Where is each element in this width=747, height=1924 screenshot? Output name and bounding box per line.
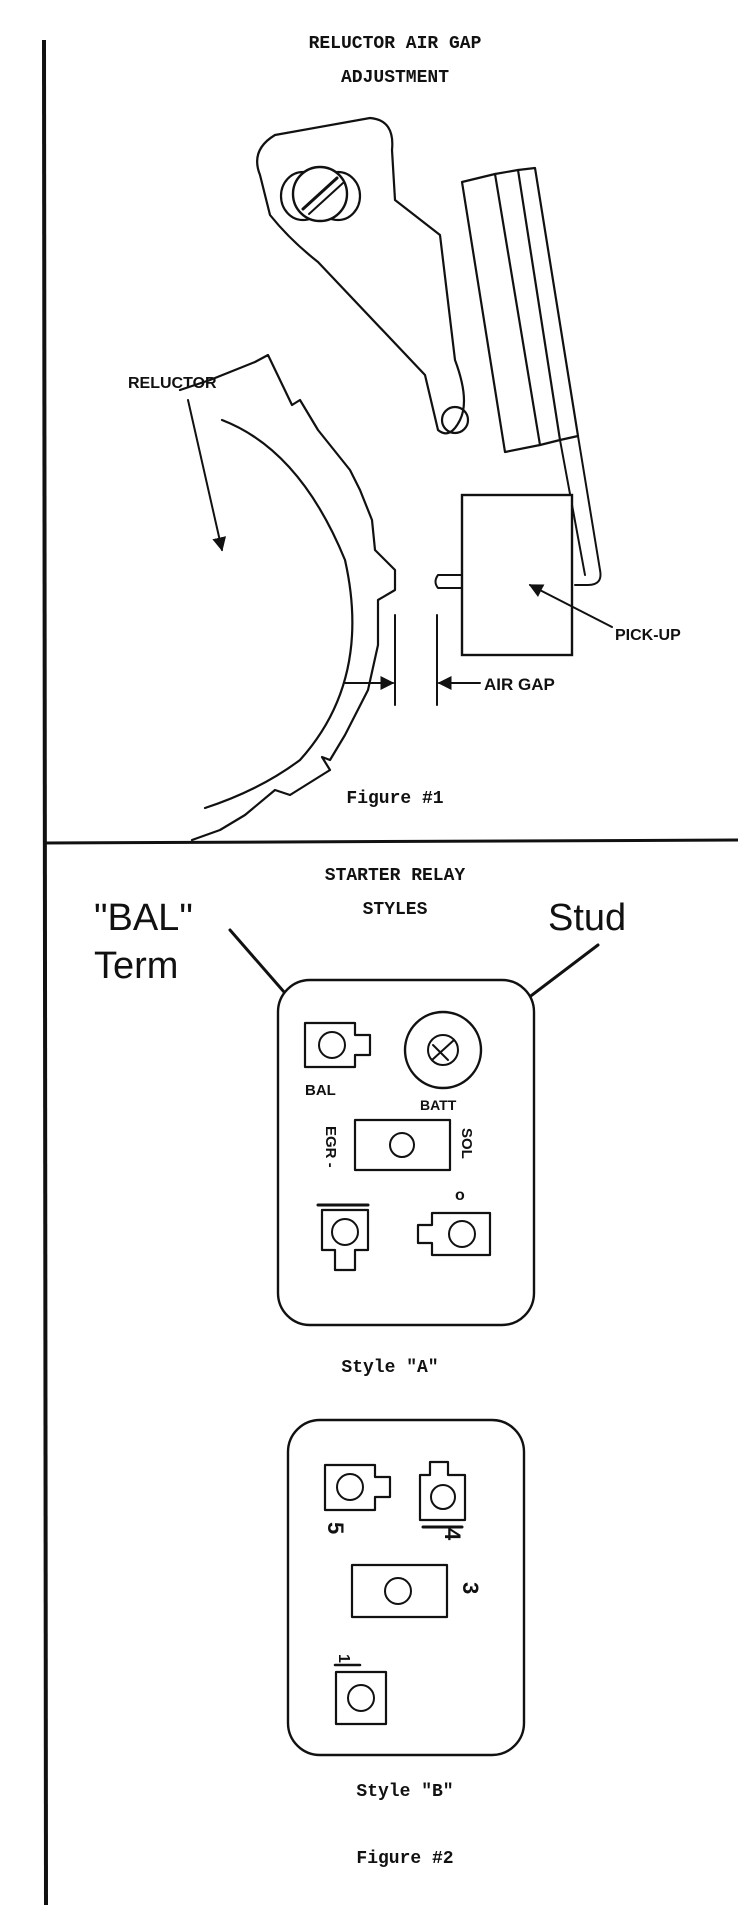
figure-1: RELUCTOR AIR GAP ADJUSTMENT <box>128 34 681 842</box>
style-a-bottom-left-terminal <box>316 1203 370 1272</box>
bracket-foot <box>440 405 470 435</box>
style-a-bottom-right-terminal <box>416 1211 492 1257</box>
figure-2-title-line-1: STARTER RELAY <box>325 866 466 886</box>
figure-1-title-line-1: RELUCTOR AIR GAP <box>309 34 482 54</box>
figure-2: STARTER RELAY STYLES "BAL" Term Stud BAL… <box>94 866 626 1869</box>
style-b-label-4: 4 <box>440 1528 465 1541</box>
style-a-label-sol: SOL <box>458 1128 475 1159</box>
figure-divider <box>43 838 739 845</box>
label-pickup: PICK-UP <box>615 627 681 644</box>
style-a-batt-stud <box>403 1010 483 1090</box>
label-air-gap: AIR GAP <box>484 675 555 694</box>
style-a-label-circle-mark: o <box>455 1187 465 1204</box>
pickup-tip <box>434 574 463 589</box>
style-b-label-5: 5 <box>323 1522 348 1534</box>
style-b-relay-body <box>286 1418 526 1757</box>
label-reluctor: RELUCTOR <box>128 375 217 392</box>
screw-slot <box>301 176 339 211</box>
callout-stud: Stud <box>548 897 626 939</box>
callout-bal-line-2: Term <box>94 945 178 987</box>
style-b-caption: Style "B" <box>356 1782 453 1802</box>
reluctor-wheel <box>178 353 397 842</box>
style-b-terminal-4 <box>418 1460 467 1529</box>
figure-1-title-line-2: ADJUSTMENT <box>341 68 449 88</box>
callout-bal-line-1: "BAL" <box>94 897 193 939</box>
pickup-arrow <box>528 584 613 628</box>
style-a-middle-terminal <box>353 1118 452 1172</box>
style-b-terminal-5 <box>323 1463 392 1512</box>
figure-2-title-line-2: STYLES <box>363 900 428 920</box>
style-b-label-3: 3 <box>458 1582 483 1594</box>
reluctor-arrow <box>187 399 227 552</box>
style-a-bal-terminal <box>303 1021 372 1069</box>
left-margin-rule <box>42 39 48 1906</box>
pickup-body <box>460 493 574 657</box>
style-a-label-bal: BAL <box>305 1082 336 1099</box>
style-a-label-batt: BATT <box>420 1097 457 1113</box>
style-a-caption: Style "A" <box>341 1358 438 1378</box>
style-b-terminal-1 <box>333 1663 388 1726</box>
figure-2-caption: Figure #2 <box>356 1849 453 1869</box>
style-a-relay-body <box>276 978 536 1327</box>
style-a-label-egr: EGR - <box>322 1126 339 1168</box>
style-b-label-1: 1 <box>335 1654 352 1663</box>
style-b-terminal-3 <box>350 1563 449 1619</box>
figure-1-caption: Figure #1 <box>346 789 443 809</box>
pickup-bracket-plate <box>256 116 466 435</box>
